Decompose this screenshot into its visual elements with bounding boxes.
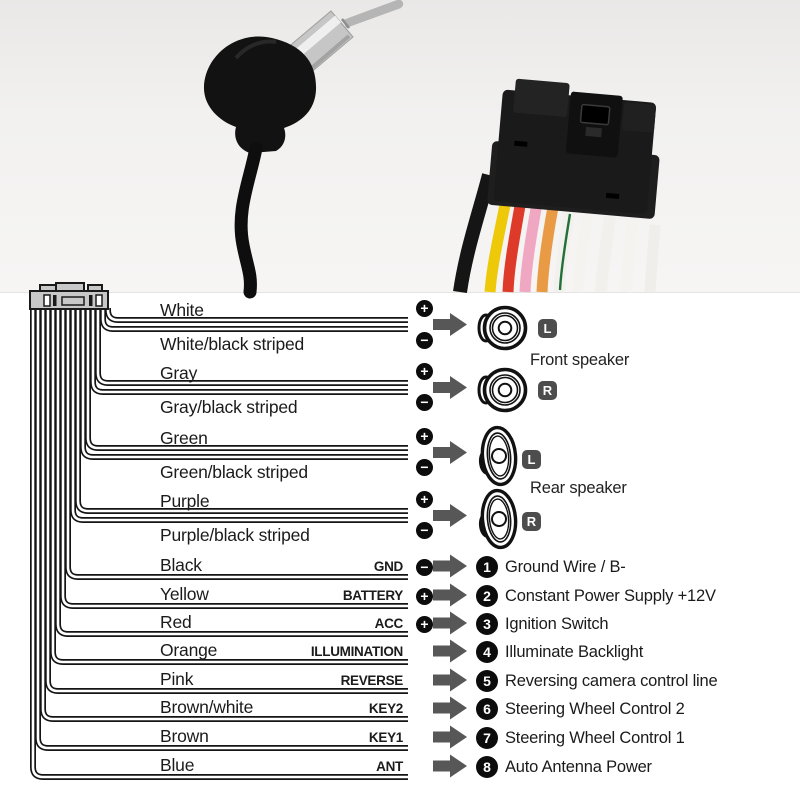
wire-paths: [30, 308, 408, 780]
terminal-label-battery: BATTERY: [342, 588, 403, 603]
wire-label-brown-white: Brown/white: [160, 697, 254, 717]
terminal-label-key2: KEY2: [368, 701, 403, 716]
polarity-plus-badge: +: [416, 428, 433, 445]
product-photo: [0, 0, 800, 293]
pin-number-badge: 5: [476, 670, 498, 692]
wire-label-gray-black: Gray/black striped: [160, 397, 298, 417]
function-label-swc1: Steering Wheel Control 1: [505, 729, 685, 747]
polarity-minus-badge: −: [416, 559, 433, 576]
channel-badge-front-left: L: [538, 319, 557, 338]
pin-number-badge: 3: [476, 613, 498, 635]
wire-label-purple: Purple: [160, 491, 210, 511]
rear-speaker-label: Rear speaker: [530, 479, 627, 497]
pin-number-badge: 6: [476, 698, 498, 720]
function-label-reverse: Reversing camera control line: [505, 672, 718, 690]
pin-number-badge: 8: [476, 756, 498, 778]
iso-connector-photo: [453, 78, 661, 293]
wire-label-brown: Brown: [160, 726, 209, 746]
wire-label-orange: Orange: [160, 640, 218, 660]
wire-label-pink: Pink: [160, 669, 194, 689]
speaker-icon-rear-left: [478, 425, 518, 487]
speaker-icon-front-right: [477, 367, 528, 413]
function-label-ignition: Ignition Switch: [505, 615, 609, 633]
polarity-minus-badge: −: [416, 522, 433, 539]
polarity-minus-badge: −: [416, 459, 433, 476]
polarity-minus-badge: −: [416, 332, 433, 349]
wire-label-yellow: Yellow: [160, 584, 209, 604]
polarity-plus-badge: +: [416, 588, 433, 605]
polarity-plus-badge: +: [416, 616, 433, 633]
wire-label-blue: Blue: [160, 755, 195, 775]
wire-label-white: White: [160, 300, 204, 320]
terminal-label-key1: KEY1: [368, 730, 403, 745]
function-label-battery: Constant Power Supply +12V: [505, 587, 716, 605]
front-speaker-label: Front speaker: [530, 351, 630, 369]
channel-badge-rear-left: L: [522, 450, 541, 469]
function-label-swc2: Steering Wheel Control 2: [505, 700, 685, 718]
polarity-minus-badge: −: [416, 394, 433, 411]
function-label-ground: Ground Wire / B-: [505, 558, 626, 576]
arrow-icons: [433, 313, 467, 778]
pin-number-badge: 7: [476, 727, 498, 749]
antenna-plug-photo: [203, 0, 404, 299]
wire-label-white-black: White/black striped: [160, 334, 305, 354]
pin-number-badge: 2: [476, 585, 498, 607]
speaker-icon-rear-right: [478, 488, 518, 550]
polarity-plus-badge: +: [416, 363, 433, 380]
wire-label-purple-black: Purple/black striped: [160, 525, 310, 545]
speaker-icon-front-left: [477, 305, 528, 351]
terminal-label-acc: ACC: [374, 616, 404, 631]
channel-badge-rear-right: R: [522, 512, 541, 531]
terminal-label-gnd: GND: [373, 559, 403, 574]
polarity-plus-badge: +: [416, 491, 433, 508]
pin-number-badge: 1: [476, 556, 498, 578]
channel-badge-front-right: R: [538, 381, 557, 400]
terminal-label-reverse: REVERSE: [340, 673, 404, 688]
wire-label-black: Black: [160, 555, 202, 575]
wire-label-red: Red: [160, 612, 192, 632]
wire-label-gray: Gray: [160, 363, 198, 383]
wire-label-green: Green: [160, 428, 208, 448]
function-label-antenna: Auto Antenna Power: [505, 758, 652, 776]
wire-label-green-black: Green/black striped: [160, 462, 308, 482]
function-label-backlight: Illuminate Backlight: [505, 643, 644, 661]
harness-connector-drawing: [29, 282, 109, 310]
terminal-label-ant: ANT: [376, 759, 403, 774]
pin-number-badge: 4: [476, 641, 498, 663]
terminal-label-illumination: ILLUMINATION: [310, 644, 403, 659]
polarity-plus-badge: +: [416, 300, 433, 317]
